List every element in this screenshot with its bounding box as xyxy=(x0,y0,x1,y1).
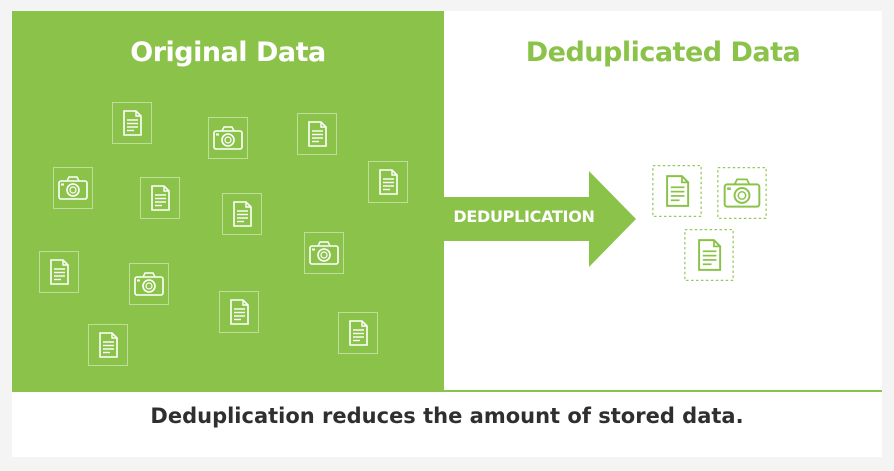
document-icon xyxy=(112,102,152,144)
deduplicated-data-title: Deduplicated Data xyxy=(525,37,801,68)
document-icon xyxy=(88,324,128,366)
camera-icon xyxy=(53,167,93,209)
original-data-panel xyxy=(12,11,444,392)
document-icon xyxy=(39,251,79,293)
caption: Deduplication reduces the amount of stor… xyxy=(150,404,744,428)
document-icon xyxy=(140,177,180,219)
deduplication-arrow xyxy=(444,171,636,267)
document-icon xyxy=(297,113,337,155)
camera-icon xyxy=(717,167,767,219)
document-icon xyxy=(684,229,734,281)
camera-icon xyxy=(304,232,344,274)
original-data-title: Original Data xyxy=(130,37,326,68)
document-icon xyxy=(219,291,259,333)
document-icon xyxy=(338,312,378,354)
document-icon xyxy=(652,165,702,217)
camera-icon xyxy=(129,263,169,305)
document-icon xyxy=(222,193,262,235)
camera-icon xyxy=(208,117,248,159)
divider-line xyxy=(444,390,882,392)
deduplication-label: DEDUPLICATION xyxy=(453,207,595,226)
diagram: Original Data Deduplicated Data DEDUPLIC… xyxy=(12,11,882,457)
document-icon xyxy=(368,161,408,203)
